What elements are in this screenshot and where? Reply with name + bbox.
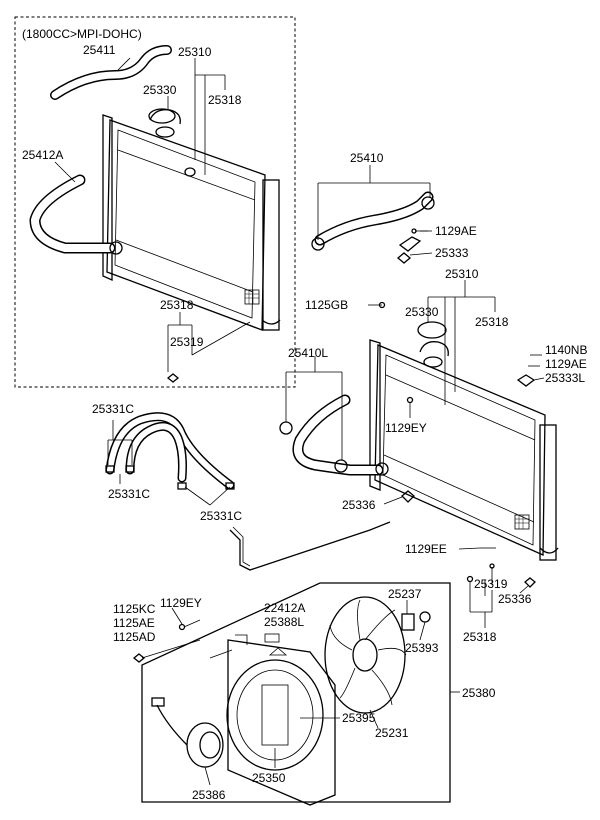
label-22412A: 22412A xyxy=(264,601,305,615)
label-25393: 25393 xyxy=(405,641,439,655)
main-filler-neck xyxy=(419,341,449,357)
label-25350: 25350 xyxy=(252,771,286,785)
fan-shroud xyxy=(226,634,336,806)
oil-cooler-pipe xyxy=(229,521,391,571)
label-25333L: 25333L xyxy=(545,371,585,385)
oil-cooler-hose-1 xyxy=(107,413,233,488)
bolt-1125KC xyxy=(132,653,146,663)
label-25395: 25395 xyxy=(342,711,376,725)
bolt-1129EY-fan xyxy=(178,623,186,631)
label-1140NB: 1140NB xyxy=(545,343,587,357)
label-1129EY: 1129EY xyxy=(385,421,427,435)
label-25319-inset: 25319 xyxy=(170,335,204,349)
label-22412A xyxy=(264,633,280,643)
inset-drain-plug xyxy=(166,373,180,383)
label-1129AE-right: 1129AE xyxy=(545,357,587,371)
label-25331C-top: 25331C xyxy=(92,402,134,416)
label-1129EE: 1129EE xyxy=(405,542,447,556)
inset-cap xyxy=(148,108,176,124)
fan-motor xyxy=(151,697,224,768)
label-25333: 25333 xyxy=(435,246,469,260)
inset-radiator xyxy=(102,109,281,331)
fan-assembly-frame xyxy=(141,582,451,803)
lower-hose xyxy=(293,396,382,474)
bracket-25237 xyxy=(401,613,415,631)
main-radiator xyxy=(369,339,559,561)
label-25388L: 25388L xyxy=(264,615,304,629)
label-25318-lower: 25318 xyxy=(463,630,497,644)
label-1129AE: 1129AE xyxy=(435,224,477,238)
label-25336-lower: 25336 xyxy=(498,592,532,606)
nut-25393 xyxy=(419,611,431,623)
label-25330-inset: 25330 xyxy=(143,83,177,97)
label-25410: 25410 xyxy=(350,151,384,165)
label-25310: 25310 xyxy=(445,267,479,281)
label-1125GB: 1125GB xyxy=(305,298,348,312)
label-25318: 25318 xyxy=(475,315,509,329)
inset-lower-hose xyxy=(30,176,114,252)
label-25318-inset-lower: 25318 xyxy=(160,298,194,312)
label-25318-inset: 25318 xyxy=(208,93,242,107)
motor-wire xyxy=(156,704,188,746)
label-25410L: 25410L xyxy=(288,346,328,360)
fan-blade xyxy=(324,596,407,714)
inset-frame xyxy=(14,16,296,388)
inset-side-tank xyxy=(262,179,280,331)
label-25331C-low: 25331C xyxy=(200,509,242,523)
label-25231: 25231 xyxy=(375,726,409,740)
oil-cooler-hose-2 xyxy=(127,423,186,481)
label-1125AE: 1125AE xyxy=(113,616,155,630)
drain-plug-25336b xyxy=(524,577,536,588)
drain-plug-25336 xyxy=(401,490,415,503)
label-25330: 25330 xyxy=(405,305,439,319)
label-25411: 25411 xyxy=(83,43,116,57)
label-25237: 25237 xyxy=(388,587,422,601)
label-25412A: 25412A xyxy=(22,148,63,162)
label-1125AD: 1125AD xyxy=(113,630,156,644)
label-25310-inset: 25310 xyxy=(178,45,212,59)
bracket-25333 xyxy=(396,252,412,264)
inset-caption: (1800CC>MPI-DOHC) xyxy=(22,27,142,41)
main-cap xyxy=(417,321,447,339)
label-1129EY-fan: 1129EY xyxy=(160,596,202,610)
label-25336: 25336 xyxy=(342,498,376,512)
label-25380: 25380 xyxy=(462,686,496,700)
label-25331C-mid: 25331C xyxy=(108,487,150,501)
upper-hose xyxy=(316,193,432,244)
bolt-1129EY xyxy=(406,396,414,404)
label-1125KC: 1125KC xyxy=(113,602,156,616)
motor-connector xyxy=(151,697,165,707)
main-side-tank xyxy=(539,424,557,561)
bracket-25333L xyxy=(516,374,536,387)
label-25386: 25386 xyxy=(192,788,226,802)
label-25319: 25319 xyxy=(474,577,508,591)
